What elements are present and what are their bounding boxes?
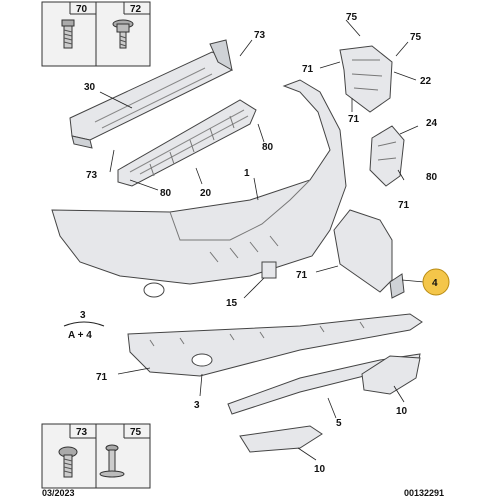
clip-part: [261, 261, 277, 279]
callout-71: 71: [296, 270, 308, 281]
callout-4: 4: [432, 278, 438, 289]
legend-part-3: 3: [80, 310, 86, 321]
side-trim-panel: [333, 209, 405, 299]
callout-75: 75: [346, 12, 358, 23]
callout-73: 73: [254, 30, 266, 41]
footer-reference: 00132291: [404, 488, 444, 498]
callout-labels: 75 75 73 30 71 22 71 24 80 80 80 73 20 1…: [84, 12, 438, 475]
leader-lines: [99, 19, 425, 461]
callout-80: 80: [262, 142, 274, 153]
callout-15: 15: [226, 298, 238, 309]
fastener-inset-bottom: 73 75: [41, 423, 151, 489]
assembly-legend: 3 A + 4: [63, 310, 105, 341]
legend-formula: A + 4: [68, 330, 92, 341]
callout-10: 10: [396, 406, 408, 417]
rivet-icon: [99, 444, 125, 478]
callout-73: 73: [86, 170, 98, 181]
bumper-reinforcement-beam: [69, 39, 233, 149]
label-72: 72: [130, 4, 142, 15]
callout-71: 71: [348, 114, 360, 125]
label-75-inset: 75: [130, 427, 142, 438]
bumper-bracket-upper: [339, 45, 393, 113]
callout-80: 80: [160, 188, 172, 199]
label-70: 70: [76, 4, 88, 15]
screw-icon: [58, 446, 78, 478]
callout-71: 71: [302, 64, 314, 75]
rear-bumper-cover: [51, 79, 347, 298]
label-73-inset: 73: [76, 427, 88, 438]
screw-icon: [112, 19, 134, 49]
callout-22: 22: [420, 76, 432, 87]
callout-1: 1: [244, 168, 250, 179]
bumper-bracket-lower: [369, 125, 405, 187]
impact-absorber: [117, 99, 257, 187]
callout-71: 71: [96, 372, 108, 383]
callout-80: 80: [426, 172, 438, 183]
lower-valance: [127, 313, 423, 377]
callout-5: 5: [336, 418, 342, 429]
callout-75: 75: [410, 32, 422, 43]
callout-10: 10: [314, 464, 326, 475]
callout-71: 71: [398, 200, 410, 211]
highlight-callout-4: 4: [422, 268, 450, 296]
underbody-shield-right: [361, 355, 421, 395]
callout-20: 20: [200, 188, 212, 199]
screw-icon: [61, 19, 75, 49]
callout-30: 30: [84, 82, 96, 93]
fastener-inset-top: 70 72: [41, 1, 151, 67]
footer-date: 03/2023: [42, 488, 75, 498]
callout-3: 3: [194, 400, 200, 411]
underbody-shield-left: [239, 425, 323, 453]
callout-24: 24: [426, 118, 438, 129]
